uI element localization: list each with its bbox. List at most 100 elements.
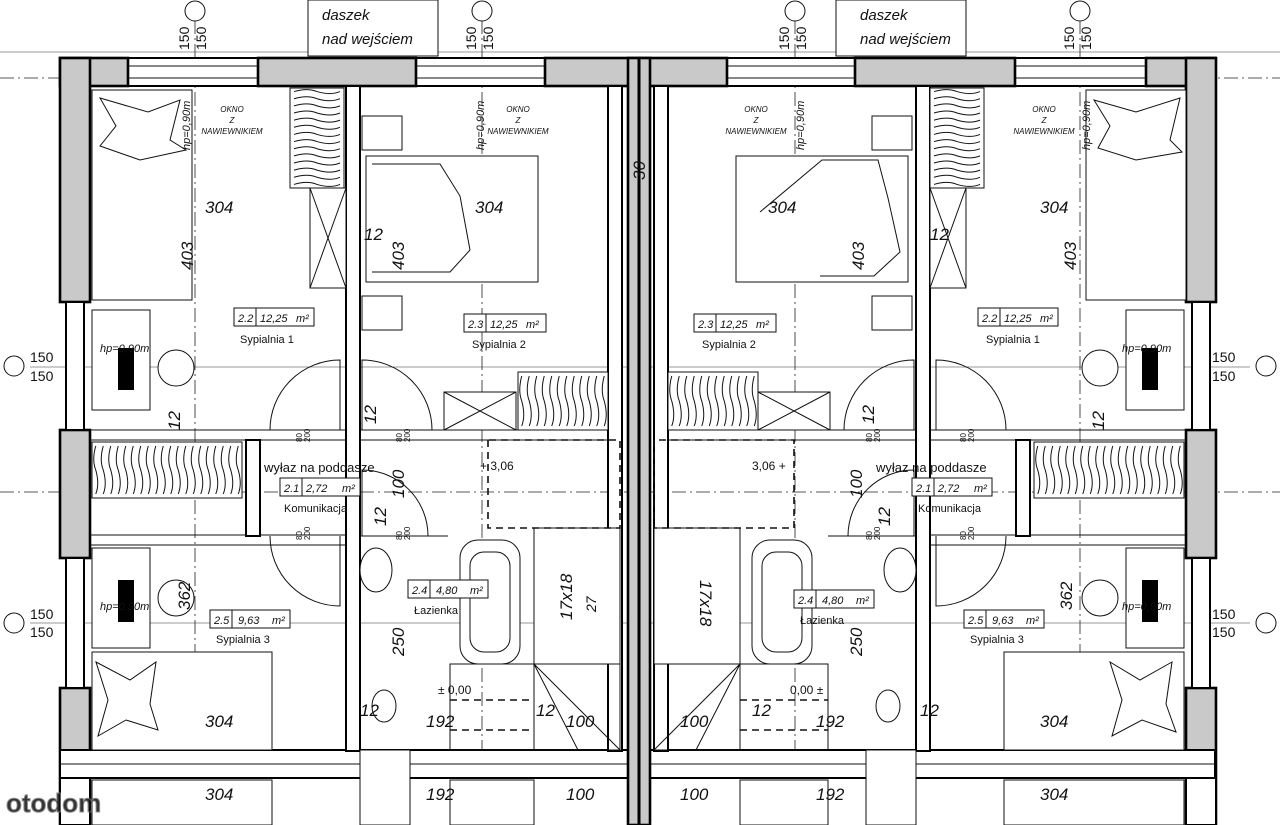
svg-text:2.4: 2.4 xyxy=(411,585,427,597)
axis-dim: 150 xyxy=(30,349,54,365)
svg-text:Łazienka: Łazienka xyxy=(800,615,845,627)
hanger xyxy=(190,445,196,495)
hanger xyxy=(198,445,204,495)
dim-text: 12 xyxy=(371,507,390,526)
hanger xyxy=(228,445,234,495)
dim-text: 100 xyxy=(680,712,709,731)
svg-text:m²: m² xyxy=(974,483,987,495)
axis-bubble xyxy=(1255,355,1277,377)
room-label: 2.4 4,80 m² Łazienka xyxy=(407,579,489,617)
dim-text: 30 xyxy=(630,161,649,180)
axis-dim: 150 xyxy=(1078,26,1094,50)
svg-text:2,72: 2,72 xyxy=(305,483,327,495)
bed xyxy=(1085,89,1187,301)
hanger xyxy=(293,181,341,187)
svg-text:NAWIEWNIKIEM: NAWIEWNIKIEM xyxy=(201,127,263,136)
canopy-line1: daszek xyxy=(322,7,371,24)
hanger xyxy=(1132,445,1138,495)
washbasin xyxy=(359,547,393,593)
svg-text:2.1: 2.1 xyxy=(283,483,299,495)
staircase xyxy=(449,439,829,751)
svg-text:2.1: 2.1 xyxy=(915,483,931,495)
window-label: OKNO Z NAWIEWNIKIEM xyxy=(1013,105,1075,136)
hanger xyxy=(130,445,136,495)
hanger xyxy=(160,445,166,495)
dim-text: 304 xyxy=(1040,785,1068,804)
level-mark: + 3,06 xyxy=(480,459,514,473)
axis-dim: 150 xyxy=(193,26,209,50)
dim-text: 12 xyxy=(875,507,894,526)
hanger xyxy=(115,445,121,495)
hanger xyxy=(541,375,547,427)
cabinets xyxy=(309,115,967,431)
hanger xyxy=(293,153,341,159)
hanger xyxy=(93,445,99,495)
svg-text:4,80: 4,80 xyxy=(822,595,844,607)
dim-text: 192 xyxy=(816,712,845,731)
hanger xyxy=(556,375,562,427)
stairs-count: 27 xyxy=(583,595,599,613)
hanger xyxy=(933,131,981,137)
door-dim: 80 xyxy=(865,531,874,540)
hanger xyxy=(293,167,341,173)
svg-text:m²: m² xyxy=(856,595,869,607)
hanger xyxy=(293,96,341,102)
toilet xyxy=(371,689,397,723)
svg-text:OKNO: OKNO xyxy=(744,105,768,114)
svg-text:m²: m² xyxy=(526,319,539,331)
monitor xyxy=(1142,580,1158,622)
axis-dim: 150 xyxy=(1061,26,1077,50)
dim-text: 304 xyxy=(205,712,233,731)
axis-bubble xyxy=(1069,0,1091,22)
hanger xyxy=(1095,445,1101,495)
canopy-line2: nad wejściem xyxy=(322,31,413,48)
svg-text:2.2: 2.2 xyxy=(237,313,253,325)
bed xyxy=(91,651,273,751)
hanger xyxy=(549,375,555,427)
hanger xyxy=(564,375,570,427)
sill-height: hp=0,90m xyxy=(1081,101,1093,150)
desks xyxy=(91,309,1185,649)
hanger xyxy=(1117,445,1123,495)
beds xyxy=(91,89,1187,751)
svg-text:NAWIEWNIKIEM: NAWIEWNIKIEM xyxy=(725,127,787,136)
svg-text:4,80: 4,80 xyxy=(436,585,458,597)
axis-dim: 150 xyxy=(480,26,496,50)
hanger xyxy=(205,445,211,495)
svg-text:OKNO: OKNO xyxy=(506,105,530,114)
door-dim: 200 xyxy=(873,428,882,442)
axis-dim: 150 xyxy=(30,606,54,622)
sill-height: hp=0,90m xyxy=(475,101,487,150)
hanger xyxy=(586,375,592,427)
door-dim: 80 xyxy=(865,433,874,442)
door-dim: 80 xyxy=(395,433,404,442)
dim-text: 304 xyxy=(205,785,233,804)
hanger xyxy=(933,103,981,109)
door-dim: 200 xyxy=(303,526,312,540)
svg-text:NAWIEWNIKIEM: NAWIEWNIKIEM xyxy=(1013,127,1075,136)
dim-text: 304 xyxy=(205,198,233,217)
hanger xyxy=(293,89,341,95)
axis-dim: 150 xyxy=(776,26,792,50)
door-dim: 200 xyxy=(403,428,412,442)
hanger xyxy=(519,375,525,427)
chair xyxy=(157,579,195,617)
door-dim: 80 xyxy=(395,531,404,540)
axis-dim: 150 xyxy=(1212,624,1236,640)
svg-text:m²: m² xyxy=(470,585,483,597)
stairs-count: 17x18 xyxy=(557,573,576,620)
watermark-logo: otodom xyxy=(6,788,101,818)
hanger xyxy=(526,375,532,427)
hanger xyxy=(1057,445,1063,495)
axis-dim: 150 xyxy=(463,26,479,50)
svg-text:Sypialnia 3: Sypialnia 3 xyxy=(970,634,1024,646)
monitor xyxy=(118,580,134,622)
svg-text:NAWIEWNIKIEM: NAWIEWNIKIEM xyxy=(487,127,549,136)
axis-dim: 150 xyxy=(1212,606,1236,622)
sill-height: hp=0,90m xyxy=(1122,343,1171,355)
hanger xyxy=(1102,445,1108,495)
dim-text: 403 xyxy=(849,241,868,270)
hanger xyxy=(594,375,600,427)
dim-text: 12 xyxy=(752,701,771,720)
